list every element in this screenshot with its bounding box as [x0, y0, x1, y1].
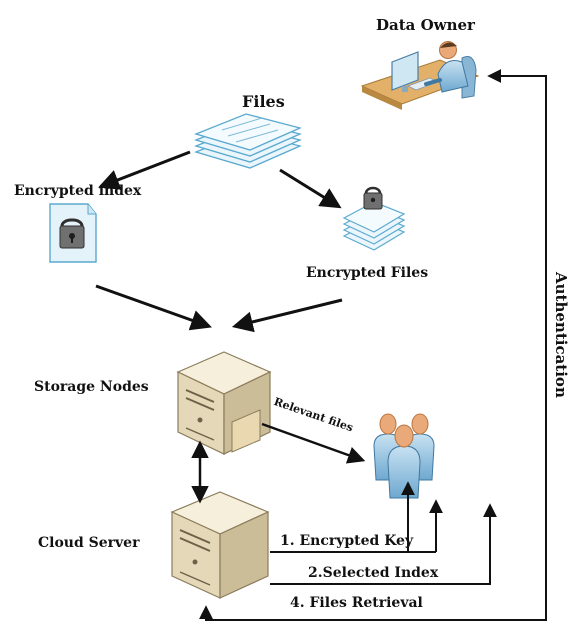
files-stack-icon [194, 113, 302, 169]
step-4-label: 4. Files Retrieval [290, 595, 423, 611]
files-label: Files [242, 92, 285, 111]
step-2-label: 2.Selected Index [308, 565, 439, 581]
encrypted-files-label: Encrypted Files [306, 265, 429, 281]
data-owner-label: Data Owner [376, 16, 475, 34]
data-owner-icon [360, 41, 480, 110]
arrow-files-to-encrypted-files [279, 168, 342, 209]
encrypted-index-label: Encrypted index [14, 183, 142, 199]
arrow-encrypted-index-to-storage [95, 284, 212, 331]
cloud-server-label: Cloud Server [38, 535, 140, 551]
users-group-icon [373, 413, 435, 499]
cloud-server-icon [170, 491, 270, 599]
storage-nodes-server-icon [176, 351, 272, 455]
arrow-files-retrieval-authentication [199, 69, 547, 621]
encrypted-files-icon [342, 186, 406, 251]
authentication-label: Authentication [552, 272, 568, 398]
storage-nodes-label: Storage Nodes [34, 379, 149, 395]
arrow-encrypted-files-to-storage [231, 298, 343, 333]
step-1-label: 1. Encrypted Key [280, 533, 414, 549]
encrypted-index-icon [49, 203, 97, 263]
arrow-files-to-encrypted-index [98, 150, 191, 190]
